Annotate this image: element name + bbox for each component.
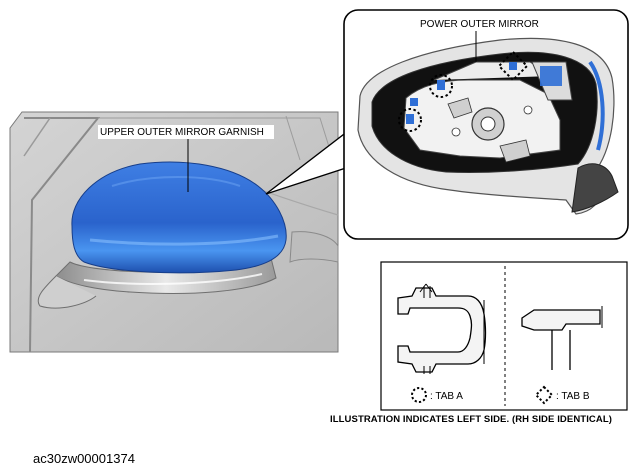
tab-a-legend-label: : TAB A [430, 391, 463, 402]
tab-a-marker-lower [398, 108, 422, 132]
tab-b-marker [497, 50, 529, 82]
window-frame-line [24, 117, 101, 353]
tab-a-cross-section [397, 283, 487, 374]
power-outer-mirror-label: POWER OUTER MIRROR [420, 19, 539, 30]
illustration-note: ILLUSTRATION INDICATES LEFT SIDE. (RH SI… [330, 414, 613, 425]
garnish-label-bg [98, 125, 274, 139]
tab-legend-frame [380, 261, 628, 411]
tab-a-marker-upper [429, 74, 453, 98]
figure-id: ac30zw00001374 [33, 451, 135, 466]
tab-b-cross-section [521, 306, 603, 370]
upper-outer-mirror-garnish [71, 161, 287, 274]
car-door-illustration [9, 111, 339, 353]
tab-a-legend-symbol [411, 387, 427, 403]
power-outer-mirror-illustration [357, 37, 619, 215]
tab-b-legend-label: : TAB B [556, 391, 590, 402]
upper-outer-mirror-garnish-label: UPPER OUTER MIRROR GARNISH [100, 127, 264, 138]
tab-b-legend-symbol [534, 385, 554, 405]
